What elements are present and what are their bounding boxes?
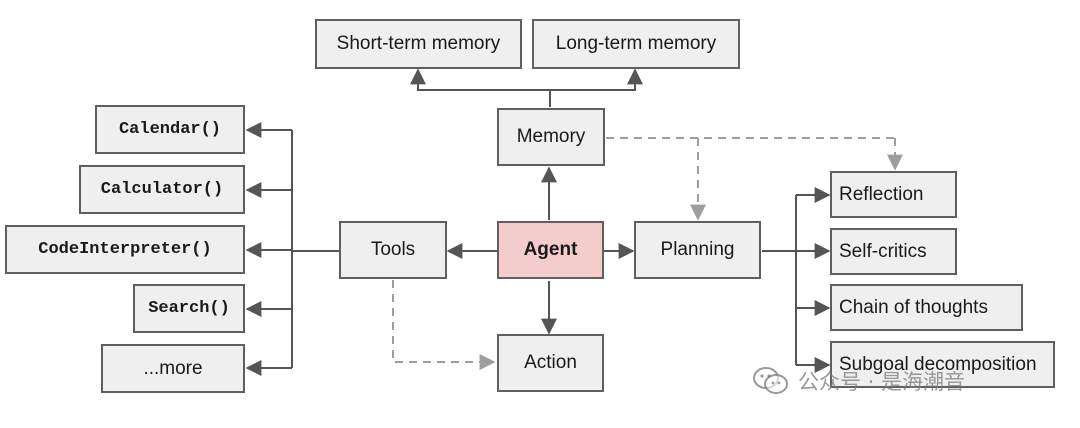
wechat-icon bbox=[753, 367, 788, 394]
memory-node: Memory bbox=[497, 108, 605, 166]
tools-node: Tools bbox=[339, 221, 447, 279]
memory-to-memory-types-connector bbox=[417, 70, 636, 107]
calendar-tool-node: Calendar() bbox=[95, 105, 245, 154]
tools-bus-connector bbox=[291, 130, 339, 368]
more-tools-node: ...more bbox=[101, 344, 245, 393]
reflection-node: Reflection bbox=[830, 171, 957, 218]
action-node: Action bbox=[497, 334, 604, 392]
agent-node: Agent bbox=[497, 221, 604, 279]
short-term-memory-node: Short-term memory bbox=[315, 19, 522, 69]
calculator-tool-node: Calculator() bbox=[79, 165, 245, 214]
self-critics-node: Self-critics bbox=[830, 228, 957, 275]
code-interpreter-tool-node: CodeInterpreter() bbox=[5, 225, 245, 274]
watermark: 公众号 · 是海潮音 bbox=[752, 364, 965, 398]
chain-of-thoughts-node: Chain of thoughts bbox=[830, 284, 1023, 331]
subgoal-decomposition-node: Subgoal decomposition bbox=[830, 341, 1055, 388]
planning-bus-connector bbox=[762, 195, 797, 365]
watermark-text: 公众号 · 是海潮音 bbox=[798, 370, 966, 394]
dashed-tools-to-action-connector bbox=[392, 280, 496, 370]
long-term-memory-node: Long-term memory bbox=[532, 19, 740, 69]
planning-node: Planning bbox=[634, 221, 761, 279]
search-tool-node: Search() bbox=[133, 284, 245, 333]
